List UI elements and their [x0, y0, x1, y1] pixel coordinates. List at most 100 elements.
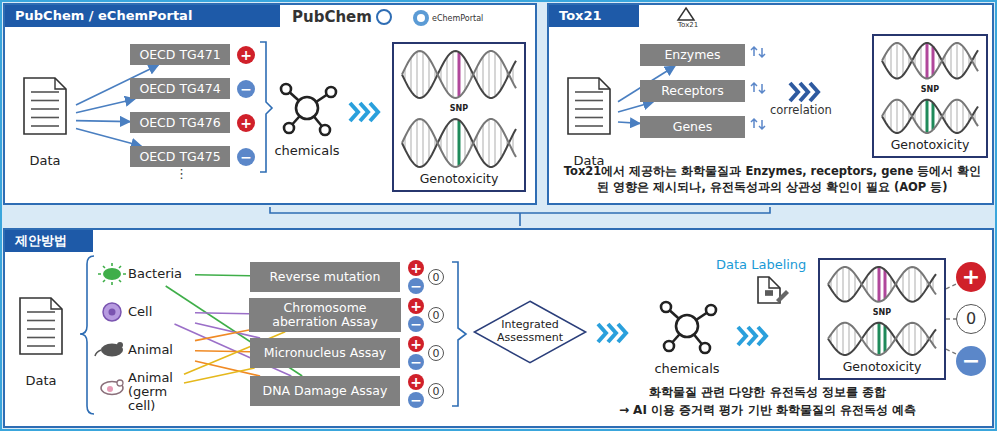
node-text: SNP [871, 308, 893, 318]
process-box: DNA Damage Assay [250, 376, 400, 406]
node-text: chemicals [654, 361, 719, 376]
result-sign: + [237, 114, 255, 132]
note-text: 화학물질 관련 다양한 유전독성 정보를 종합 [575, 384, 960, 401]
result-sign: + [956, 262, 986, 292]
result-sign: − [408, 278, 424, 294]
sign-symbol: + [410, 261, 422, 275]
sign-symbol: + [962, 266, 980, 288]
result-sign: − [408, 354, 424, 370]
result-sign: + [408, 260, 424, 276]
connector [946, 284, 956, 289]
organism-node: Animal [100, 338, 195, 362]
node-text: Data [25, 373, 56, 388]
result-sign: 0 [428, 383, 444, 399]
sign-symbol: 0 [966, 311, 976, 327]
panel-heading: Tox21 [549, 5, 639, 27]
node-text: OECD TG476 [139, 116, 220, 130]
note-text: correlation [770, 103, 832, 117]
organism-node: Bacteria [100, 262, 195, 286]
data-icon-node: chemicals [269, 78, 344, 158]
node-text: Animal (germ cell) [128, 371, 184, 414]
node-text: Cell [128, 305, 152, 319]
sign-symbol: − [410, 355, 422, 369]
node-text: SNP [919, 85, 941, 95]
note-text: → AI 이용 증거력 평가 기반 화학물질의 유전독성 예측 [575, 402, 960, 419]
result-sign: − [237, 80, 255, 98]
connector [618, 102, 653, 112]
panel-heading: 제안방법 [5, 230, 93, 252]
process-box: OECD TG471 [130, 44, 230, 65]
node-text: Genotoxicity [843, 359, 922, 374]
result-sign: 0 [428, 269, 444, 285]
connector [946, 349, 956, 354]
result-sign: + [408, 298, 424, 314]
node-text: Enzymes [664, 48, 720, 62]
node-text: Chromosome aberration Assay [253, 301, 397, 329]
data-icon-node: Data [12, 292, 70, 388]
result-sign: − [408, 316, 424, 332]
logo-text: PubChem [292, 8, 372, 26]
node-text: OECD TG474 [139, 82, 220, 96]
connector [195, 274, 250, 277]
node-text: Genes [673, 120, 713, 134]
connector [76, 121, 130, 122]
sign-symbol: 0 [433, 272, 440, 283]
connector [184, 368, 255, 383]
result-sign: + [408, 336, 424, 352]
node-text: Micronucleus Assay [264, 346, 387, 360]
sign-symbol: 0 [433, 386, 440, 397]
connector [76, 99, 135, 113]
sign-symbol: − [410, 393, 422, 407]
connector [618, 122, 640, 123]
result-sign: + [237, 46, 255, 64]
node-text: Genotoxicity [891, 137, 970, 152]
result-sign: 0 [428, 345, 444, 361]
node-text: DNA Damage Assay [263, 384, 388, 398]
sign-symbol: + [410, 337, 422, 351]
result-sign: 0 [956, 304, 986, 334]
node-text: chemicals [274, 143, 339, 158]
process-box: Enzymes [640, 44, 745, 66]
connector [195, 330, 249, 341]
sign-symbol: − [410, 317, 422, 331]
process-box: Genes [640, 116, 745, 138]
note-text: Tox21에서 제공하는 화학물질과 Enzymes, receptors, g… [560, 164, 985, 195]
result-sign: − [956, 346, 986, 376]
data-icon-node: chemicals [649, 296, 724, 376]
node-text: Data [29, 153, 60, 168]
sign-symbol: + [410, 299, 422, 313]
connector [946, 318, 956, 319]
organism-node: Cell [100, 300, 195, 324]
sign-symbol: + [240, 48, 252, 62]
result-sign: 0 [428, 307, 444, 323]
ellipsis-mark: ⋮ [175, 166, 188, 181]
process-box: OECD TG475 [130, 146, 230, 167]
genotoxicity-box: SNP Genotoxicity [818, 258, 946, 380]
sign-symbol: + [410, 375, 422, 389]
logo-text: eChemPortal [432, 14, 483, 23]
result-sign: + [408, 374, 424, 390]
genotoxicity-box: SNPGenotoxicity [392, 42, 526, 192]
node-text: SNP [448, 104, 470, 114]
node-text: Receptors [661, 84, 724, 98]
process-box: Micronucleus Assay [250, 338, 400, 368]
note-text: Data Labeling [716, 257, 806, 272]
process-box: Receptors [640, 80, 745, 102]
node-text: OECD TG471 [139, 48, 220, 62]
connector [195, 312, 249, 315]
sign-symbol: + [240, 116, 252, 130]
decision-diamond: Integrated Assessment [472, 300, 588, 364]
process-box: OECD TG474 [130, 78, 230, 99]
process-box: OECD TG476 [130, 112, 230, 133]
result-sign: − [408, 392, 424, 408]
sign-symbol: − [240, 150, 252, 164]
sign-symbol: − [410, 279, 422, 293]
section-panel: PubChem / eChemPortalData OECD TG471 + OECD… [3, 3, 537, 205]
process-box: Reverse mutation [250, 262, 400, 292]
node-text: Animal [128, 343, 173, 357]
panel-heading: PubChem / eChemPortal [5, 5, 280, 27]
sign-symbol: 0 [433, 348, 440, 359]
organism-node: Animal (germ cell) [100, 368, 184, 417]
process-box: Chromosome aberration Assay [249, 298, 401, 332]
